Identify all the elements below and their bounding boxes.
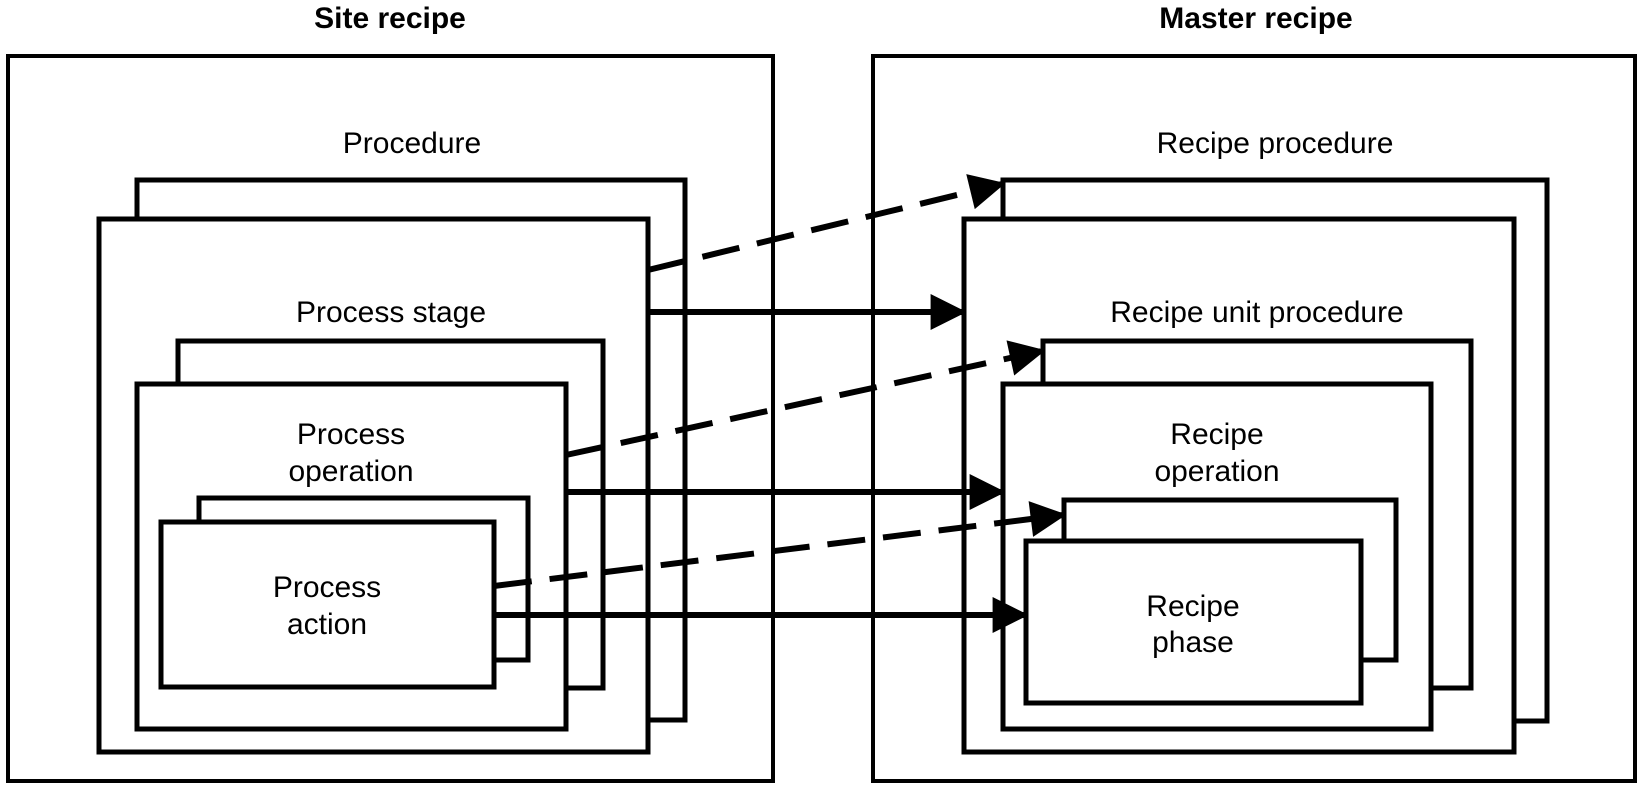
- recipe-unit-procedure-label: Recipe unit procedure: [1110, 296, 1404, 329]
- dashed-connector-operation-to-unit-procedure: [565, 340, 1046, 458]
- process-operation-label-line1: Process: [297, 418, 405, 451]
- dashed-connector-action-to-recipe-operation: [493, 501, 1067, 589]
- process-action-label-line1: Process: [273, 571, 381, 604]
- master-recipe-heading: Master recipe: [1159, 2, 1352, 35]
- master-recipe-panel: Recipe procedure Recipe unit procedure R…: [871, 54, 1637, 783]
- recipe-procedure-label: Recipe procedure: [1157, 127, 1394, 160]
- recipe-operation-label-line2: operation: [1154, 455, 1279, 488]
- process-action-box: [158, 519, 497, 690]
- procedure-label: Procedure: [343, 127, 481, 160]
- recipe-operation-label-line1: Recipe: [1170, 418, 1263, 451]
- dashed-connector-stage-to-recipe-procedure: [647, 174, 1006, 273]
- connector-group: [493, 174, 1067, 633]
- process-stage-label: Process stage: [296, 296, 486, 329]
- site-recipe-heading: Site recipe: [314, 2, 466, 35]
- recipe-phase-label-line2: phase: [1152, 626, 1234, 659]
- recipe-phase-label-line1: Recipe: [1146, 590, 1239, 623]
- site-recipe-panel: Procedure Process stage Process operatio…: [6, 54, 775, 783]
- process-operation-label-line2: operation: [288, 455, 413, 488]
- process-action-label-line2: action: [287, 608, 367, 641]
- recipe-phase-box: [1023, 538, 1364, 706]
